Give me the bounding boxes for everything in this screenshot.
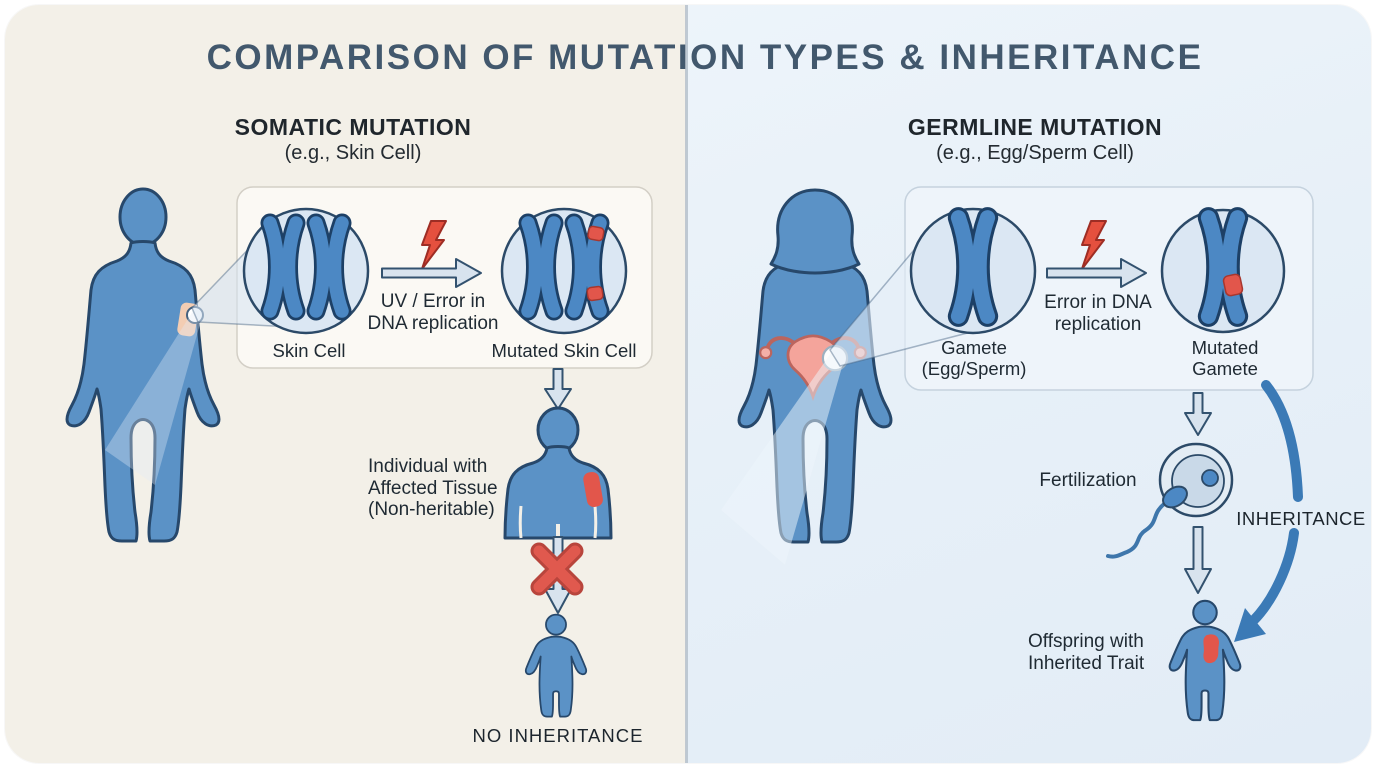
fertilization-label: Fertilization — [1039, 470, 1137, 491]
mutated-gamete-label-line1: Mutated — [1191, 337, 1259, 358]
skin-cell-label: Skin Cell — [272, 340, 346, 361]
germline-heading: GERMLINE MUTATION — [907, 114, 1163, 140]
offspring-caption: Offspring with Inherited Trait — [1028, 631, 1145, 674]
inheritance-label: INHERITANCE — [1236, 508, 1366, 529]
no-inheritance-label: NO INHERITANCE — [472, 725, 644, 746]
page-title: COMPARISON OF MUTATION TYPES & INHERITAN… — [206, 38, 1204, 77]
mutated-skin-cell-label: Mutated Skin Cell — [491, 340, 637, 361]
somatic-cause-caption: UV / Error in DNA replication — [367, 291, 499, 334]
individual-caption: Individual with Affected Tissue (Non-her… — [368, 456, 498, 520]
germline-subheading: (e.g., Egg/Sperm Cell) — [936, 142, 1134, 164]
somatic-heading: SOMATIC MUTATION — [234, 114, 472, 140]
panel-divider — [685, 5, 688, 763]
mutated-gamete-label-line2: Gamete — [1192, 358, 1258, 379]
gamete-label-line1: Gamete — [941, 337, 1007, 358]
somatic-subheading: (e.g., Skin Cell) — [284, 142, 422, 164]
gamete-label-line2: (Egg/Sperm) — [921, 358, 1027, 379]
diagram-card: COMPARISON OF MUTATION TYPES & INHERITAN… — [5, 5, 1371, 763]
germline-cause-caption: Error in DNA replication — [1044, 292, 1152, 335]
